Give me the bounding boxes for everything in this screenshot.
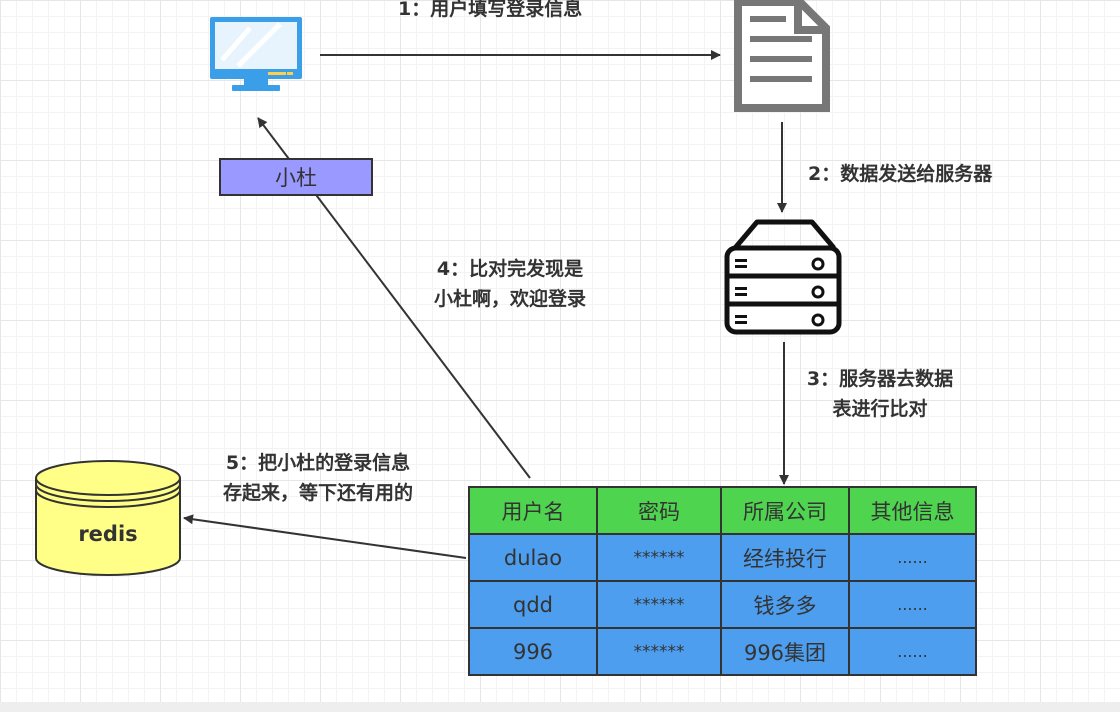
arrow-table-to-redis <box>183 514 467 559</box>
server-icon <box>724 219 842 335</box>
step3-line2: 表进行比对 <box>832 398 928 420</box>
database-icon <box>35 460 181 576</box>
table-row: dulao ****** 经纬投行 ...... <box>468 533 977 582</box>
cell-password: ****** <box>596 580 722 629</box>
redis-label: redis <box>78 522 138 546</box>
step3-line1: 3：服务器去数据 <box>806 368 954 390</box>
step5-line1: 5：把小杜的登录信息 <box>225 452 411 474</box>
cell-username: qdd <box>468 580 598 629</box>
cell-password: ****** <box>596 533 722 582</box>
header-username: 用户名 <box>468 486 598 535</box>
step4-line2: 小杜啊，欢迎登录 <box>433 288 586 310</box>
user-table: 用户名 密码 所属公司 其他信息 dulao ****** 经纬投行 .....… <box>468 486 977 676</box>
document-icon <box>734 0 830 112</box>
cell-password: ****** <box>596 627 722 676</box>
cell-username: 996 <box>468 627 598 676</box>
monitor-icon <box>210 17 302 91</box>
step5-label: 5：把小杜的登录信息 存起来，等下还有用的 <box>188 448 448 508</box>
cell-other-info: ...... <box>848 580 977 629</box>
cell-other-info: ...... <box>848 627 977 676</box>
step1-label: 1：用户填写登录信息 <box>398 0 583 20</box>
header-password: 密码 <box>596 486 722 535</box>
table-row: qdd ****** 钱多多 ...... <box>468 580 977 629</box>
bottom-bar <box>0 702 1120 712</box>
cell-other-info: ...... <box>848 533 977 582</box>
cell-company: 钱多多 <box>720 580 850 629</box>
table-header-row: 用户名 密码 所属公司 其他信息 <box>468 486 977 535</box>
step3-label: 3：服务器去数据 表进行比对 <box>780 364 980 424</box>
user-name-box: 小杜 <box>219 158 373 196</box>
step4-label: 4：比对完发现是 小杜啊，欢迎登录 <box>400 254 620 314</box>
step2-label: 2：数据发送给服务器 <box>808 163 993 185</box>
cell-company: 经纬投行 <box>720 533 850 582</box>
header-other-info: 其他信息 <box>848 486 977 535</box>
step4-line1: 4：比对完发现是 <box>436 258 584 280</box>
cell-username: dulao <box>468 533 598 582</box>
step5-line2: 存起来，等下还有用的 <box>222 482 413 504</box>
header-company: 所属公司 <box>720 486 850 535</box>
cell-company: 996集团 <box>720 627 850 676</box>
table-row: 996 ****** 996集团 ...... <box>468 627 977 676</box>
